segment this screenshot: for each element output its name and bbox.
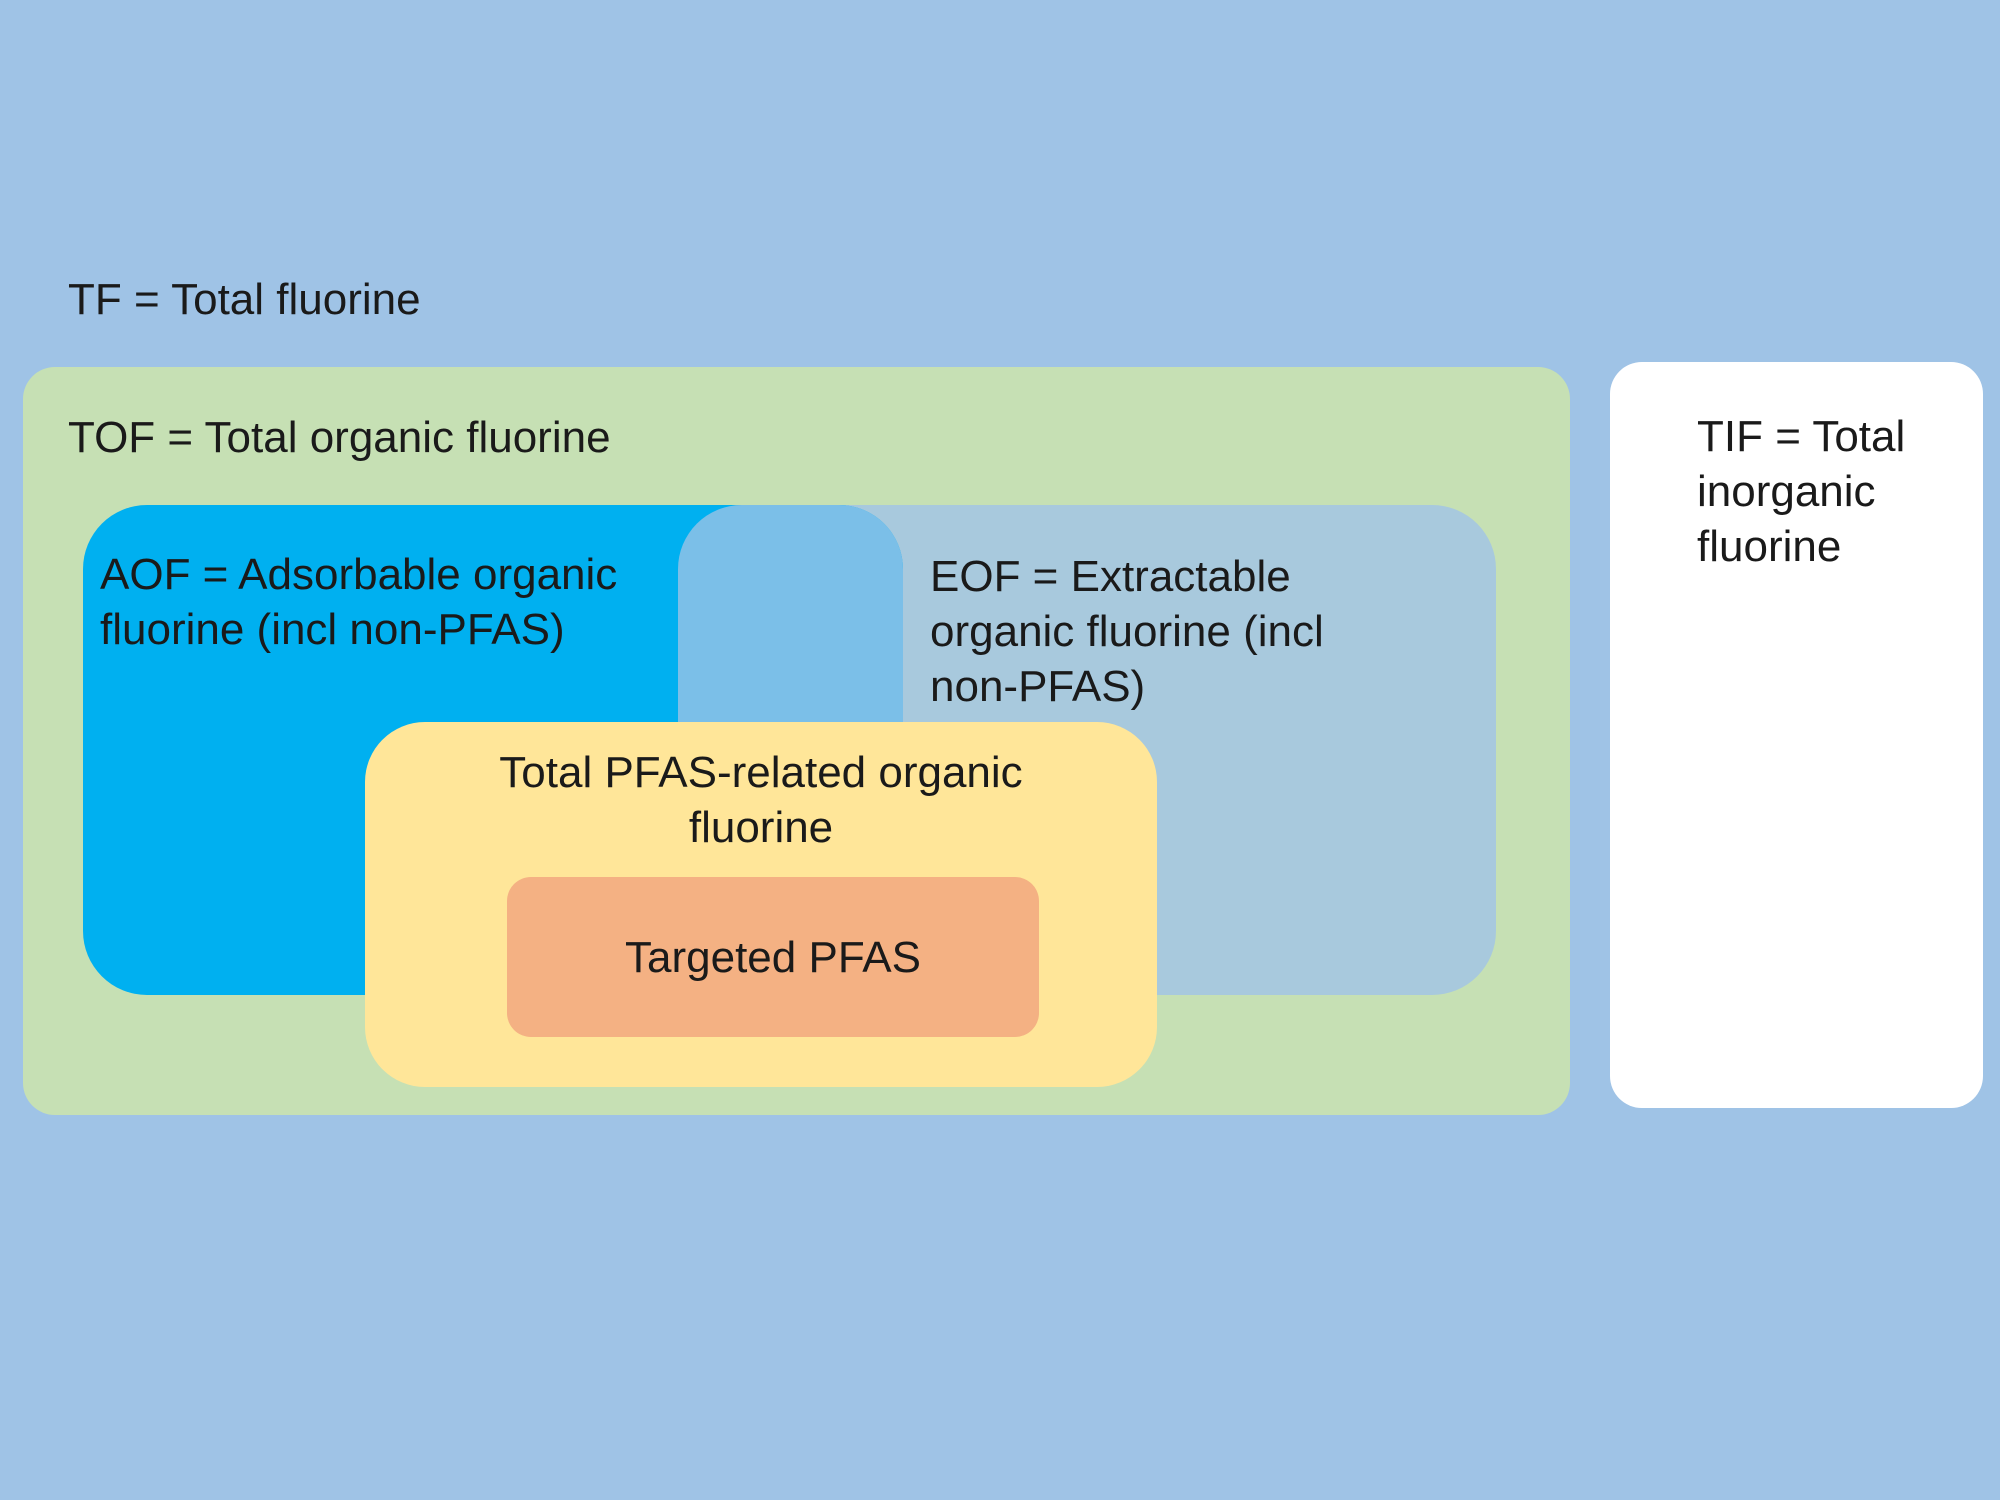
targeted-pfas-region bbox=[507, 877, 1039, 1037]
total-pfas-label-line: fluorine bbox=[688, 803, 834, 852]
tif-region bbox=[1610, 362, 1983, 1108]
aof-label: AOF = Adsorbable organic fluorine (incl … bbox=[100, 547, 617, 657]
total-pfas-label-line: Total PFAS-related organic bbox=[499, 748, 1023, 797]
total-pfas-label: Total PFAS-related organic fluorine bbox=[365, 745, 1157, 855]
eof-label-line: organic fluorine (incl bbox=[930, 607, 1324, 656]
tf-label: TF = Total fluorine bbox=[68, 275, 421, 324]
aof-label-line: AOF = Adsorbable organic bbox=[100, 550, 618, 599]
tif-label-line: TIF = Total bbox=[1697, 412, 1906, 461]
tif-label-line: fluorine bbox=[1697, 522, 1842, 571]
eof-label-line: non-PFAS) bbox=[930, 662, 1146, 711]
eof-label: EOF = Extractable organic fluorine (incl… bbox=[930, 549, 1324, 714]
tof-label: TOF = Total organic fluorine bbox=[68, 413, 611, 462]
tif-label: TIF = Total inorganic fluorine bbox=[1697, 409, 1905, 574]
eof-label-line: EOF = Extractable bbox=[930, 552, 1291, 601]
aof-label-line: fluorine (incl non-PFAS) bbox=[100, 605, 565, 654]
targeted-pfas-label: Targeted PFAS bbox=[625, 933, 921, 982]
tif-label-line: inorganic bbox=[1697, 467, 1876, 516]
